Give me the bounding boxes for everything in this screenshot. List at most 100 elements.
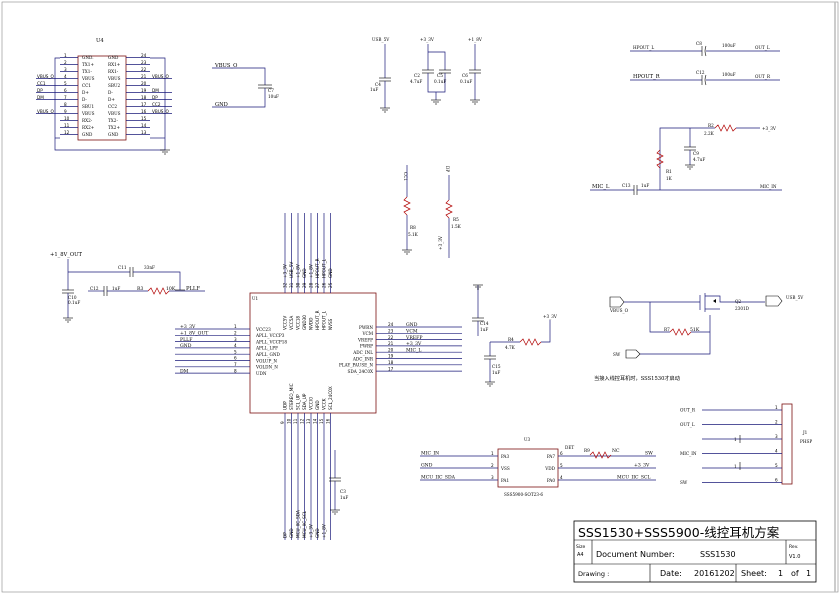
u1-pin-net: GND: [302, 268, 307, 278]
u4-ref: U4: [96, 38, 104, 44]
u3-pin-name: PA3: [501, 454, 509, 459]
u4-pin-number: 4: [64, 74, 67, 79]
date-label: Date:: [660, 569, 682, 578]
c9-ref: C9: [693, 151, 699, 156]
u3-pin-net: MCU_IIC_SDA: [421, 475, 456, 481]
u4-net-label: CC1: [37, 81, 46, 86]
u3-pin-name: VSS: [500, 466, 510, 471]
u4-pin-number: 23: [141, 60, 147, 65]
u1-pin-number: 31: [289, 282, 294, 288]
mic-in-net: MIC_IN: [760, 184, 777, 189]
u4-pin-name: GND: [82, 132, 93, 137]
c12b-value: 1uF: [112, 286, 120, 291]
usb5v-label: USB_5V: [372, 37, 390, 42]
u1-pin-name: UDN: [256, 371, 267, 376]
u1-pin-number: 2: [234, 331, 237, 336]
q2-value: 2301D: [735, 306, 750, 311]
u1-pin-name: APLL_VCCP18: [255, 339, 287, 344]
v18out-label: +1_8V_OUT: [50, 252, 83, 258]
u1-top-pins: 32VCC5V+3_3V31VCC5AUSB_5V30VCC18+1_8V29G…: [283, 213, 333, 330]
u1-pin-name: APLL_LPF: [255, 346, 278, 351]
q2-vbus-o: VBUS_O: [609, 308, 629, 313]
u3-pin-number: 2: [491, 463, 494, 468]
j1-part: PHSP: [800, 439, 812, 444]
u1-pin-name: SDA_24C0X: [347, 369, 373, 374]
u1-pin-name: VCCIO: [309, 396, 314, 410]
u3-pin-net: MCU_IIC_SCL: [617, 475, 651, 481]
c8-value: 100uF: [722, 43, 736, 48]
u4-pin-number: 17: [141, 102, 147, 107]
svg-text:1: 1: [734, 464, 737, 469]
u4-net-label: DP: [37, 88, 43, 93]
c5-value: 0.1uF: [434, 79, 446, 84]
c4-value: 1uF: [370, 87, 378, 92]
pll-filter-block: +1_8V_OUT C11 33nF C10 0.1uF C12 1uF R3 …: [50, 252, 205, 323]
u1-pin-number: 21: [388, 341, 394, 346]
c8-ref: C8: [696, 41, 702, 46]
u1-pin-number: 13: [306, 418, 311, 424]
j1-body: [781, 403, 793, 485]
u1-pin-number: 24: [388, 322, 394, 327]
title-block: SSS1530+SSS5900-线控耳机方案 Size A4 Document …: [573, 520, 817, 583]
u1-pin-name: APLL_VCCP3: [255, 333, 285, 338]
u4-pin-name: SBU1: [82, 104, 94, 109]
u4-pin-number: 7: [64, 95, 67, 100]
c10-ref: C10: [68, 295, 77, 300]
c8-net-in: HPOUT_L: [633, 45, 654, 50]
u1-pin-number: 6: [234, 356, 237, 361]
u1-pin-net: HPOUT_R: [315, 258, 320, 278]
c7-value: 10uF: [268, 94, 279, 99]
svg-text:1: 1: [734, 437, 737, 442]
u1-pin-number: 5: [234, 349, 237, 354]
u4-net-label: VBUS_O: [152, 109, 170, 114]
c9-value: 4.7uF: [693, 157, 705, 162]
u1-pin-number: 25: [328, 282, 333, 288]
u1-pin-number: 9: [280, 421, 285, 424]
u1-pin-name: SDA_UP: [302, 393, 307, 410]
size-label: Size: [576, 544, 585, 550]
c12b-ref: C12: [90, 286, 99, 291]
u3-pin-number: 4: [560, 475, 563, 480]
q2-ref: Q2: [735, 299, 741, 304]
u4-pin-name: GND: [108, 55, 119, 60]
u1-pin-name: VOLUP_N: [255, 358, 277, 363]
u3-pin-name: PA7: [547, 454, 555, 459]
u1-pin-name: ADC_INL: [352, 350, 373, 355]
c10-value: 0.1uF: [68, 300, 80, 305]
u4-pin-name: VBUS: [107, 76, 121, 81]
c6-ref: C6: [462, 73, 468, 78]
u1-pin-number: 10: [287, 418, 292, 424]
u4-net-label: VBUS_O: [152, 74, 170, 79]
c7-net-top: VBUS_O: [214, 63, 237, 69]
u1-pin-number: 17: [388, 366, 394, 371]
r4-ref: R4: [508, 337, 514, 342]
rev-label: Rev.: [789, 544, 798, 550]
mic-l-net: MIC_L: [592, 184, 610, 190]
cc1-net: CC1: [403, 172, 408, 181]
c2-ref: C2: [414, 73, 420, 78]
c14-value: 1uF: [480, 327, 488, 332]
of-value: 1: [806, 569, 811, 578]
r4-v33: +3_3V: [543, 314, 558, 319]
j1-pin-number: 1: [775, 405, 778, 410]
u4-pin-name: RX2-: [82, 118, 93, 123]
u1-pin-name: PLAY_PAUSE_N: [339, 363, 373, 368]
u1-pin-name: UDP: [283, 401, 288, 410]
j1-pin-net: SW: [680, 480, 688, 485]
u4-body: [77, 55, 127, 141]
q2-switch-block: VBUS_O USB_5V Q2 2301D R7 51K SW 当接入线控耳机…: [594, 293, 804, 382]
u1-pin-number: 15: [319, 418, 324, 424]
u1-pin-net: DP: [283, 532, 288, 538]
c12-net-in: HPOUT_R: [633, 74, 661, 80]
u1-pin-net: VREFP: [405, 335, 422, 341]
u1-pin-net: GND: [180, 343, 192, 349]
u3-ref: U3: [524, 437, 531, 442]
u1-pin-number: 14: [313, 418, 318, 424]
u4-pin-name: TX1-: [82, 69, 92, 74]
u3-body: [497, 448, 559, 488]
c15-ref: C15: [492, 364, 501, 369]
u1-pin-net: PLLF: [180, 337, 192, 343]
u3-pin-net: GND: [421, 463, 433, 469]
r2-value: 2.2K: [704, 131, 715, 136]
